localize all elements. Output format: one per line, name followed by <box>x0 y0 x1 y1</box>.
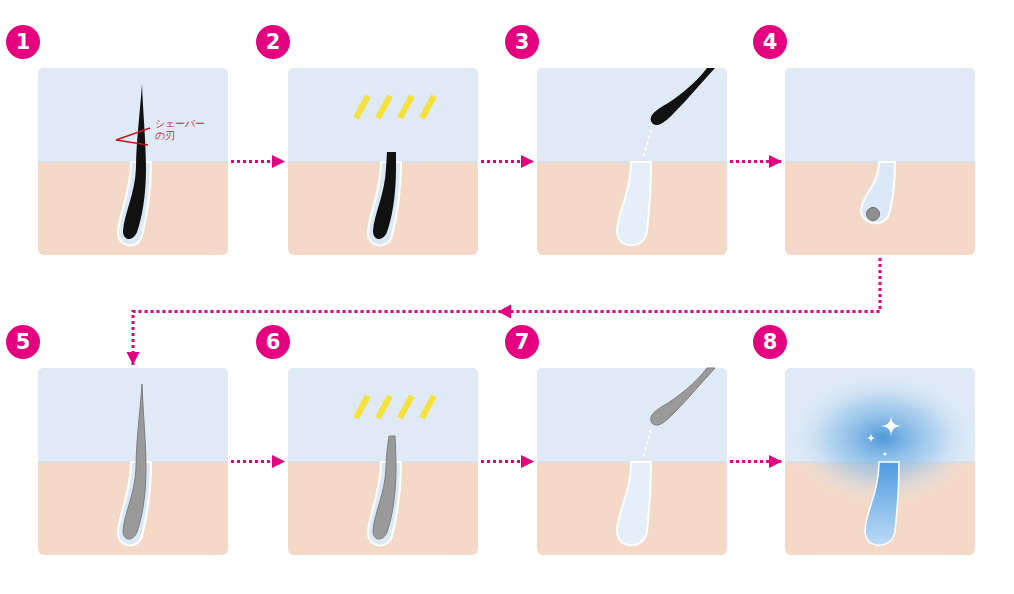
flow-arrow <box>231 460 285 463</box>
skin-background <box>38 368 228 555</box>
grey-hair <box>123 384 146 539</box>
step-number: 6 <box>256 325 290 359</box>
motion-line <box>643 130 651 158</box>
panel-illustration <box>785 68 975 255</box>
panel-illustration <box>38 368 228 555</box>
step-panel: 8 <box>785 368 975 555</box>
empty-follicle <box>617 162 651 245</box>
step-number: 8 <box>753 325 787 359</box>
removed-hair <box>651 368 715 425</box>
panel-illustration <box>288 68 478 255</box>
skin-background <box>537 368 727 555</box>
flow-arrow <box>231 160 285 163</box>
step-panel: 5 <box>38 368 228 555</box>
grey-hair <box>373 436 396 539</box>
light-flash <box>356 96 434 118</box>
sparkle <box>880 415 902 437</box>
step-number: 7 <box>505 325 539 359</box>
panel-illustration <box>38 68 228 255</box>
panel-illustration <box>785 368 979 555</box>
flow-arrow <box>481 160 534 163</box>
step-number: 5 <box>6 325 40 359</box>
panel-illustration <box>288 368 478 555</box>
shaver-blade <box>116 128 150 145</box>
removed-hair <box>651 68 715 125</box>
part-label: シェーバー の刃 <box>155 118 211 141</box>
skin-background <box>785 68 975 255</box>
empty-follicle <box>617 462 651 545</box>
step-number: 4 <box>753 25 787 59</box>
motion-line <box>643 430 651 458</box>
skin-background <box>288 68 478 255</box>
skin-background <box>288 368 478 555</box>
step-panel: 3 <box>537 68 727 255</box>
sparkle <box>866 433 876 443</box>
flow-arrow <box>730 160 782 163</box>
panel-illustration <box>537 68 727 255</box>
skin-background <box>537 68 727 255</box>
light-flash <box>356 396 434 418</box>
black-hair <box>123 84 146 239</box>
step-number: 2 <box>256 25 290 59</box>
hair-follicle <box>861 162 895 223</box>
black-hair <box>373 152 396 239</box>
clean-follicle <box>865 462 899 545</box>
flow-arrow <box>133 258 880 365</box>
step-number: 1 <box>6 25 40 59</box>
step-panel: 4 <box>785 68 975 255</box>
step-panel: 2 <box>288 68 478 255</box>
flow-arrow <box>730 460 782 463</box>
panel-illustration <box>537 368 727 555</box>
step-panel: 1シェーバー の刃 <box>38 68 228 255</box>
hair-germ <box>867 208 880 221</box>
sparkle <box>882 451 888 457</box>
step-panel: 6 <box>288 368 478 555</box>
step-panel: 7 <box>537 368 727 555</box>
flow-arrow <box>481 460 534 463</box>
step-number: 3 <box>505 25 539 59</box>
skin-background <box>38 68 228 255</box>
